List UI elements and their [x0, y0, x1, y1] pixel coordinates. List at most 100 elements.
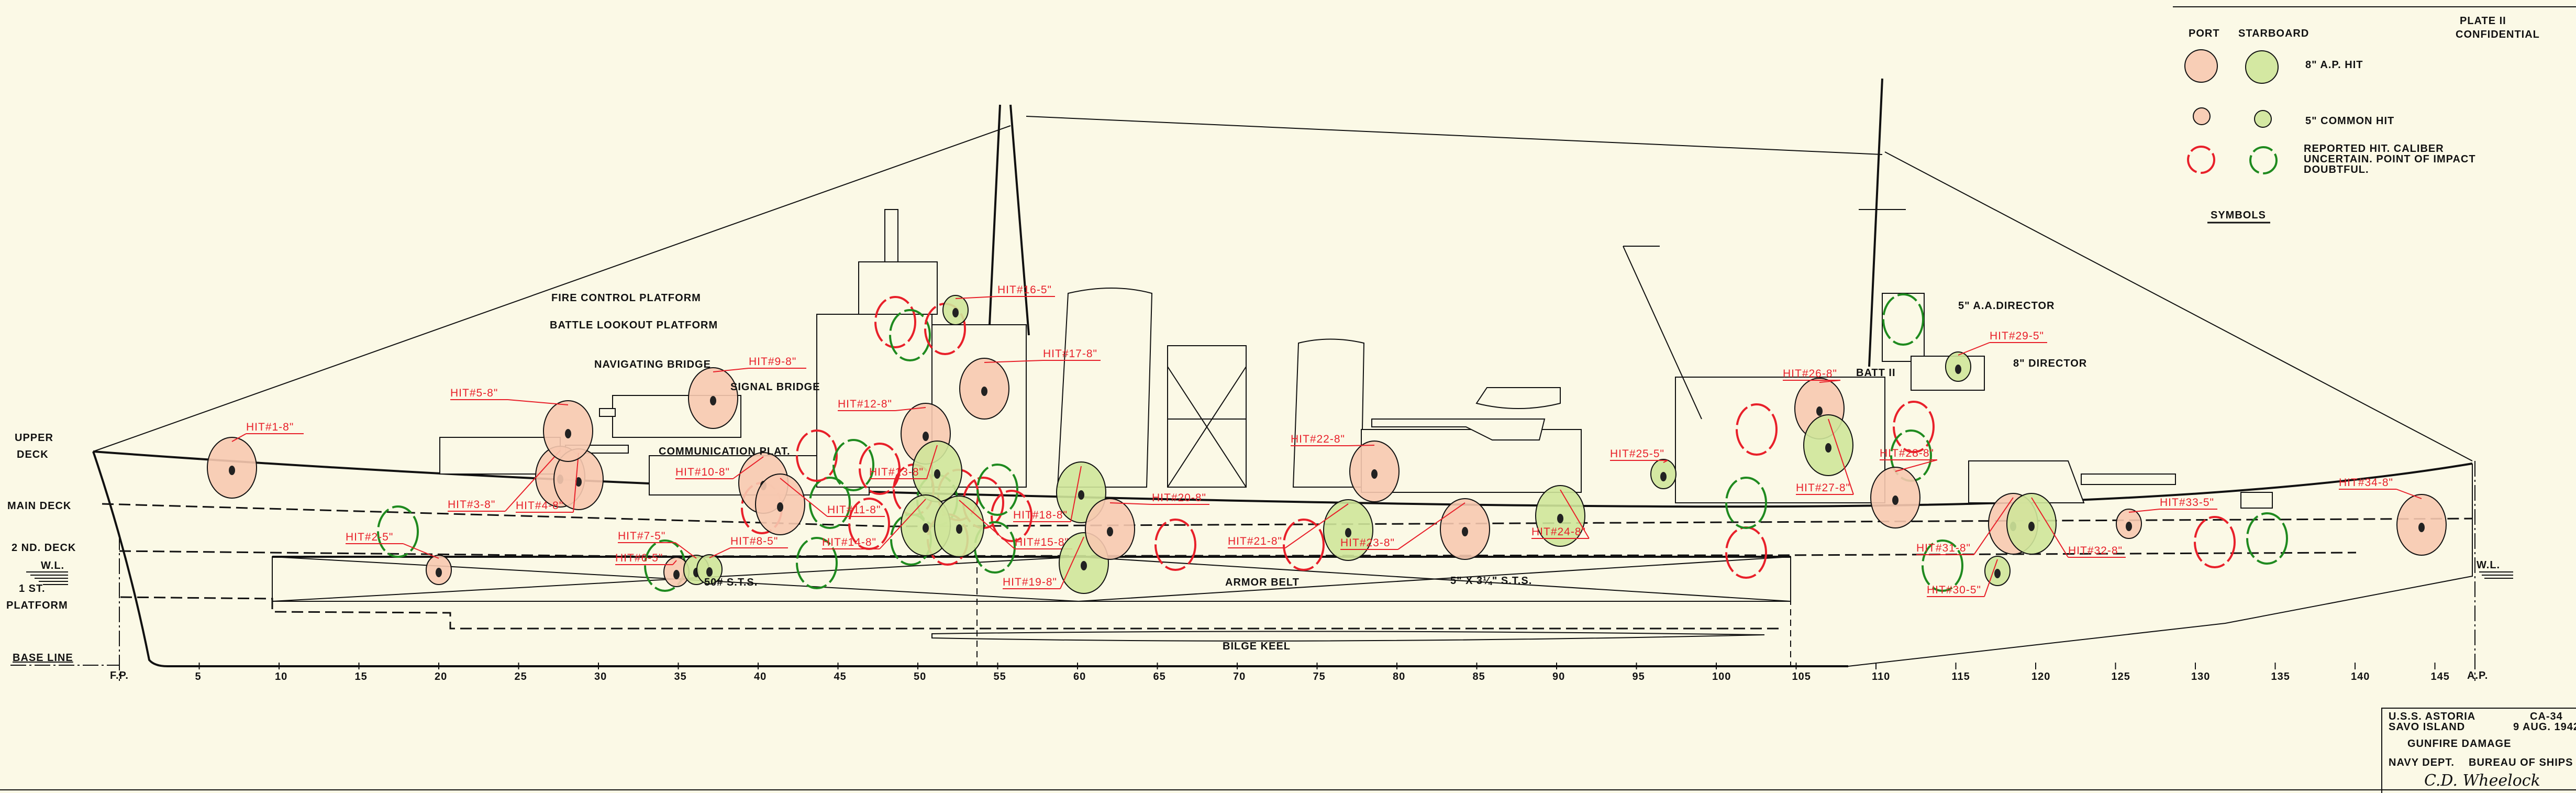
frame-tick-label: 40 — [754, 671, 767, 682]
hit-2: HIT#2-5" — [346, 531, 452, 585]
fire-control-platform-label: FIRE CONTROL PLATFORM — [551, 292, 701, 304]
wl-label: W.L. — [41, 560, 64, 571]
funnel-2 — [1292, 338, 1365, 488]
hits: HIT#1-8"HIT#2-5"HIT#3-8"HIT#4-8"HIT#5-8"… — [207, 284, 2447, 597]
frame-tick-label: 70 — [1233, 671, 1246, 682]
hit-leader-arrow — [675, 542, 697, 559]
frame-tick-label: 35 — [674, 671, 687, 682]
hit-label: HIT#33-5" — [2160, 497, 2214, 509]
doubtful-starboard-hit — [1725, 477, 1767, 529]
hit-leader-arrow — [1060, 536, 1084, 589]
hit-leader-arrow — [1560, 489, 1590, 539]
hit-label: HIT#28-8" — [1880, 447, 1934, 459]
doubtful-starboard-hit — [2246, 512, 2288, 565]
shell-hole — [952, 308, 959, 317]
plate-title: PLATE II — [2460, 15, 2506, 27]
shell-hole — [934, 469, 940, 479]
second-deck-label: 2 ND. DECK — [12, 542, 76, 554]
doubtful-port-hit — [859, 443, 901, 495]
hit-label: HIT#2-5" — [346, 531, 393, 543]
shell-hole — [1660, 472, 1667, 481]
hit-leader-arrow — [2396, 489, 2422, 499]
hit-label: HIT#9-8" — [749, 356, 796, 368]
frame-tick-label: 95 — [1633, 671, 1645, 682]
frame-tick-label: 110 — [1872, 671, 1890, 682]
shell-hole — [436, 568, 442, 577]
hit-leader-arrow — [1984, 559, 1998, 597]
communication-plat-label: COMMUNICATION PLAT. — [659, 446, 791, 457]
hit-label: HIT#34-8" — [2339, 477, 2393, 489]
hit-leader-arrow — [780, 478, 828, 517]
frame-tick-label: 105 — [1792, 671, 1811, 682]
hit-label: HIT#11-8" — [827, 504, 881, 516]
hit-17: HIT#17-8" — [959, 348, 1101, 420]
bureau: BUREAU OF SHIPS — [2469, 757, 2573, 768]
shell-hole — [1078, 490, 1084, 500]
hit-label: HIT#24-8" — [1531, 526, 1586, 538]
hit-15: HIT#15-8" — [934, 495, 1072, 557]
upper-deck-label-1: UPPER — [15, 432, 53, 444]
hit-1: HIT#1-8" — [207, 421, 304, 499]
title-block: U.S.S. ASTORIA CA-34 SAVO ISLAND 9 AUG. … — [2381, 708, 2576, 793]
hit-label: HIT#18-8" — [1013, 509, 1068, 521]
hit-label: HIT#8-5" — [730, 535, 778, 547]
hit-9: HIT#9-8" — [688, 356, 806, 429]
legend-port-label: PORT — [2189, 28, 2220, 39]
hit-leader-arrow — [1958, 342, 1990, 356]
hit-leader-arrow — [732, 456, 764, 479]
doubtful-starboard-hit — [1882, 293, 1924, 346]
hit-24: HIT#24-8" — [1531, 485, 1590, 547]
frame-tick-label: 125 — [2112, 671, 2130, 682]
hit-label: HIT#14-8" — [822, 536, 876, 548]
frame-tick-label: 130 — [2191, 671, 2210, 682]
structure-labels: FIRE CONTROL PLATFORM BATTLE LOOKOUT PLA… — [550, 292, 2086, 652]
hit-4: HIT#4-8" — [516, 448, 604, 513]
hit-label: HIT#3-8" — [448, 499, 495, 511]
hit-label: HIT#7-5" — [618, 530, 665, 542]
tripod-tower — [1167, 345, 1247, 488]
funnel-1 — [1057, 288, 1153, 488]
shell-hole — [923, 523, 929, 533]
frame-tick-label: 25 — [515, 671, 527, 682]
frame-tick-label: 140 — [2351, 671, 2370, 682]
shell-hole — [1825, 443, 1831, 453]
shell-hole — [1462, 527, 1468, 536]
shell-hole — [923, 432, 929, 441]
frame-tick-label: 80 — [1393, 671, 1405, 682]
hit-leader-arrow — [1070, 466, 1082, 522]
shell-hole — [1557, 514, 1563, 523]
legend-starboard-5in-symbol — [2254, 110, 2272, 128]
hit-21: HIT#21-8" — [1228, 499, 1373, 561]
doubtful-port-hit — [991, 490, 1032, 542]
hit-leader-arrow — [1663, 460, 1668, 463]
hit-leader-arrow — [926, 445, 938, 479]
hit-leader-arrow — [1109, 502, 1152, 505]
hit-label: HIT#13-8" — [869, 466, 924, 478]
batt-label: BATT II — [1856, 367, 1896, 379]
hit-label: HIT#21-8" — [1228, 535, 1282, 547]
hit-leader-arrow — [573, 453, 579, 513]
hit-34: HIT#34-8" — [2339, 477, 2447, 556]
hit-leader-arrow — [505, 450, 561, 512]
hit-22: HIT#22-8" — [1291, 433, 1400, 502]
sts-5-label: 5" X 3¼" S.T.S. — [1450, 575, 1532, 587]
hit-label: HIT#29-5" — [1990, 330, 2044, 342]
hit-leader-arrow — [1895, 459, 1938, 472]
shell-hole — [565, 429, 571, 438]
doubtful-port-hit — [2194, 516, 2236, 568]
shell-hole — [710, 396, 716, 405]
hit-20: HIT#20-8" — [1085, 492, 1209, 560]
sts-50-label: 50# S.T.S. — [704, 577, 758, 588]
location: SAVO ISLAND — [2389, 721, 2465, 733]
superstructure — [439, 78, 2273, 509]
hit-label: HIT#19-8" — [1003, 576, 1057, 588]
legend-port-5in-symbol — [2193, 107, 2211, 125]
hit-30: HIT#30-5" — [1927, 556, 2011, 597]
hit-label: HIT#30-5" — [1927, 584, 1981, 596]
shell-hole — [777, 502, 783, 512]
frame-tick-label: 115 — [1952, 671, 1970, 682]
doubtful-port-hit — [1154, 519, 1196, 571]
doubtful-starboard-hit — [796, 537, 838, 589]
legend-common-hit-label: 5" COMMON HIT — [2305, 115, 2394, 127]
